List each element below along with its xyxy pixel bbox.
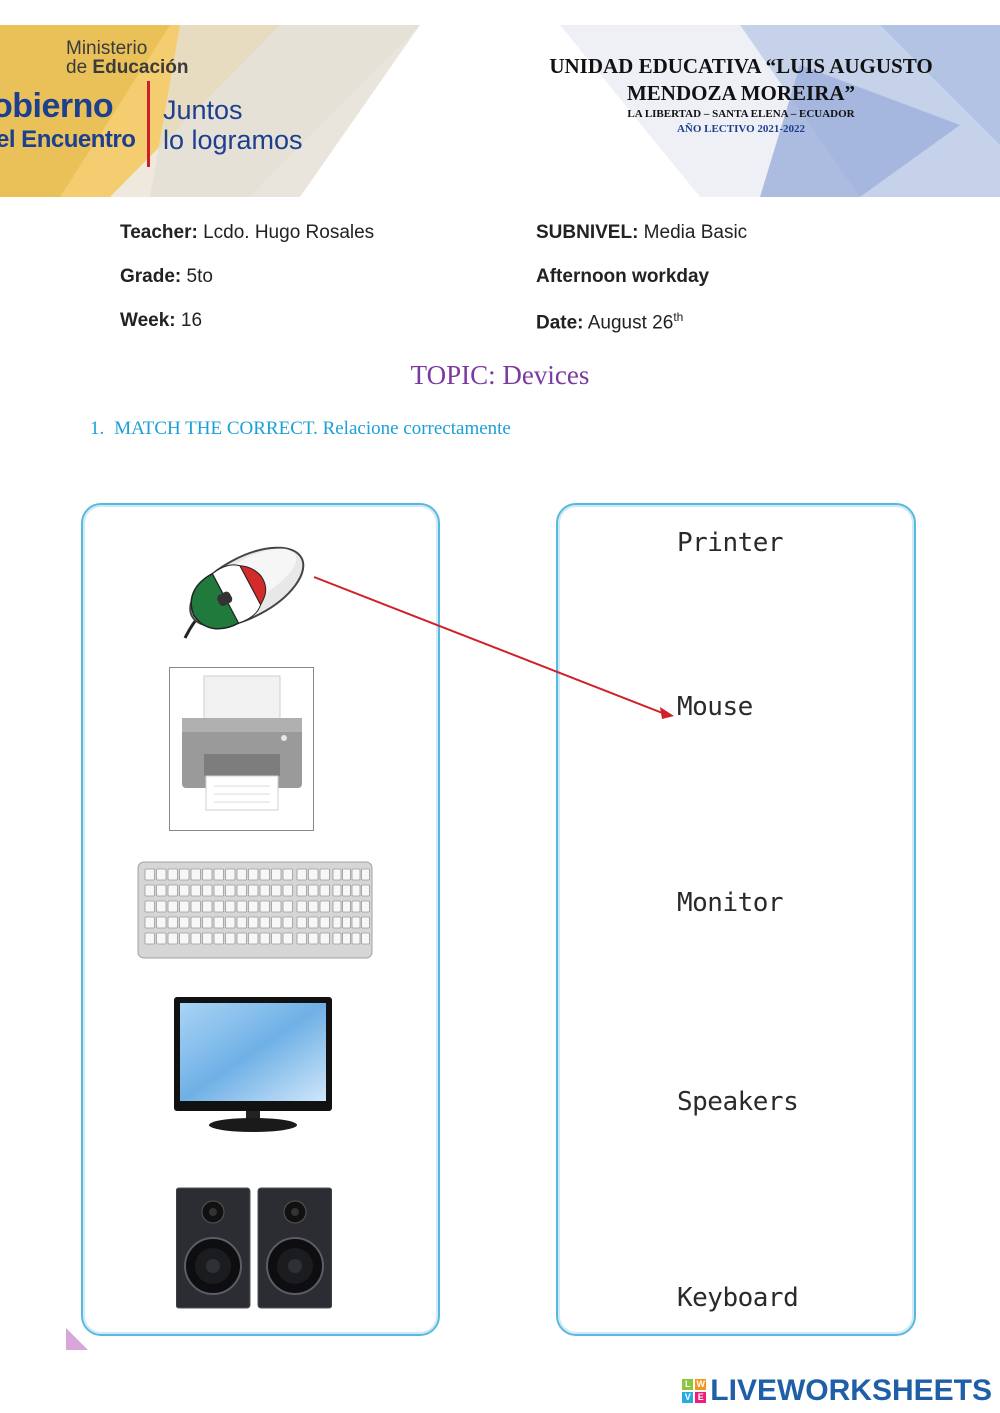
date-value: August 26 xyxy=(583,312,674,334)
school-name-line2: MENDOZA MOREIRA” xyxy=(626,81,856,105)
logo-block-v: V xyxy=(682,1392,694,1403)
instruction-text: MATCH THE CORRECT. Relacione correctamen… xyxy=(114,418,511,439)
ministerio-line2-bold: Educación xyxy=(92,57,189,78)
school-name-line1: UNIDAD EDUCATIVA “LUIS AUGUSTO xyxy=(549,54,933,78)
mouse-image[interactable] xyxy=(175,538,315,644)
keyboard-image[interactable] xyxy=(137,861,373,959)
ministerio-line2: de Educación xyxy=(66,58,189,77)
subnivel-value: Media Basic xyxy=(638,222,748,243)
ministerio-line2-prefix: de xyxy=(66,57,93,78)
school-year: AÑO LECTIVO 2021-2022 xyxy=(676,123,806,135)
ministerio-logo-text: Ministerio de Educación xyxy=(66,39,189,77)
school-info: UNIDAD EDUCATIVA “LUIS AUGUSTO MENDOZA M… xyxy=(488,53,994,137)
word-printer[interactable]: Printer xyxy=(677,528,784,558)
workday-label: Afternoon workday xyxy=(536,266,710,287)
topic-title: TOPIC: Devices xyxy=(410,360,590,390)
header-banner: Ministerio de Educación obierno el Encue… xyxy=(0,25,1000,197)
encuentro-logo-text: el Encuentro xyxy=(0,126,136,153)
date-suffix: th xyxy=(673,310,684,324)
gobierno-logo-text: obierno xyxy=(0,87,114,125)
date-info: Date: August 26th xyxy=(536,310,683,334)
printer-icon xyxy=(182,675,302,811)
workday-info: Afternoon workday xyxy=(536,266,709,288)
logo-block-w: W xyxy=(695,1379,707,1390)
words-box xyxy=(556,503,916,1336)
week-info: Week: 16 xyxy=(120,310,202,332)
grade-value: 5to xyxy=(181,266,213,287)
word-keyboard[interactable]: Keyboard xyxy=(677,1283,799,1313)
logo-block-l: L xyxy=(682,1379,694,1390)
liveworksheets-logo[interactable]: L W V E LIVEWORKSHEETS xyxy=(682,1374,992,1408)
speakers-image[interactable] xyxy=(176,1186,332,1312)
juntos-slogan: Juntos lo logramos xyxy=(163,95,303,155)
logo-divider xyxy=(147,81,150,167)
printer-image[interactable] xyxy=(169,667,314,831)
grade-label: Grade: xyxy=(120,266,182,287)
slogan-line1: Juntos xyxy=(163,95,243,125)
slogan-line2: lo logramos xyxy=(163,125,303,155)
logo-block-e: E xyxy=(695,1392,707,1403)
word-mouse[interactable]: Mouse xyxy=(677,692,753,722)
word-speakers[interactable]: Speakers xyxy=(677,1087,799,1117)
week-value: 16 xyxy=(175,310,203,331)
ministerio-line1: Ministerio xyxy=(66,38,148,59)
monitor-image[interactable] xyxy=(172,995,334,1135)
instruction: 1. MATCH THE CORRECT. Relacione correctam… xyxy=(90,418,511,440)
teacher-label: Teacher: xyxy=(120,222,198,243)
liveworksheets-text: LIVEWORKSHEETS xyxy=(710,1374,992,1407)
liveworksheets-icon: L W V E xyxy=(682,1379,707,1403)
grade-info: Grade: 5to xyxy=(120,266,213,288)
word-monitor[interactable]: Monitor xyxy=(677,888,784,918)
instruction-number: 1. xyxy=(90,418,105,439)
teacher-value: Lcdo. Hugo Rosales xyxy=(197,222,375,243)
subnivel-label: SUBNIVEL: xyxy=(536,222,639,243)
date-label: Date: xyxy=(536,312,584,334)
header-background xyxy=(0,25,1000,197)
school-location: LA LIBERTAD – SANTA ELENA – ECUADOR xyxy=(627,108,855,120)
week-label: Week: xyxy=(120,310,176,331)
subnivel-info: SUBNIVEL: Media Basic xyxy=(536,222,747,244)
corner-triangle xyxy=(66,1328,88,1350)
teacher-info: Teacher: Lcdo. Hugo Rosales xyxy=(120,222,374,244)
